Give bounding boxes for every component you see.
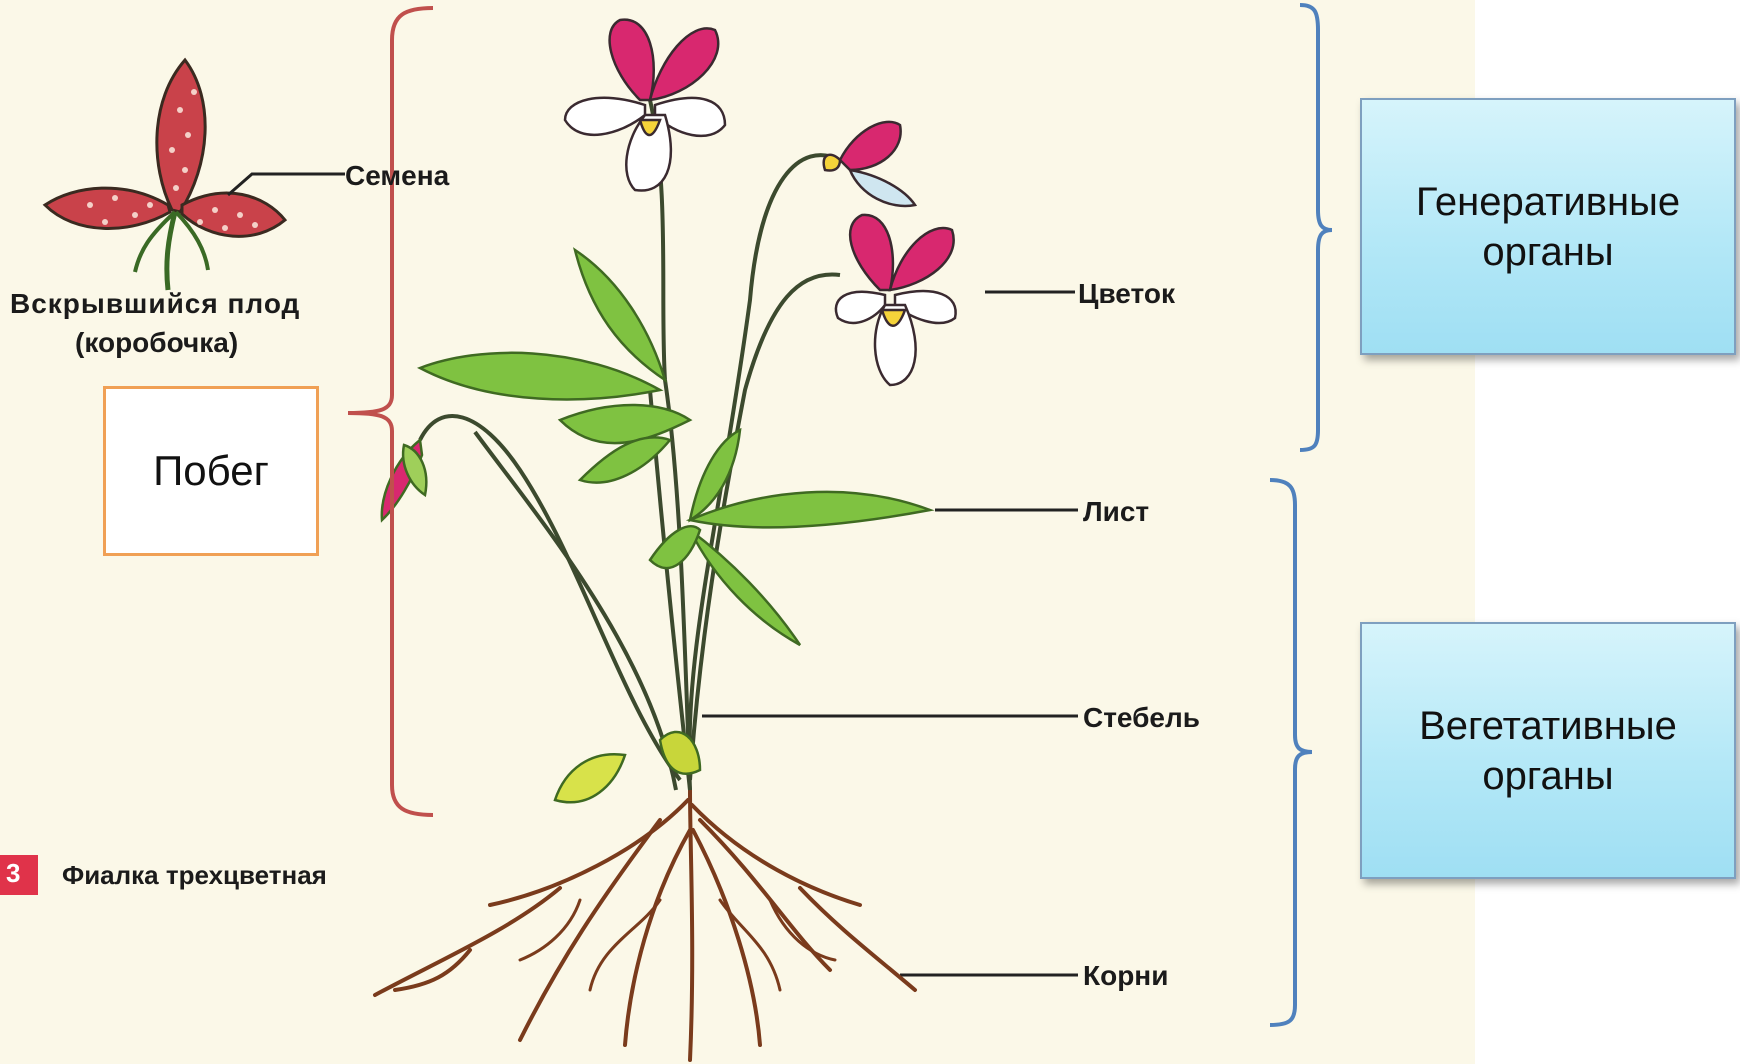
label-leaf: Лист: [1083, 496, 1149, 528]
generative-organs-box: Генеративные органы: [1360, 98, 1736, 355]
vegetative-organs-box: Вегетативные органы: [1360, 622, 1736, 879]
label-fruit-line1: Вскрывшийся плод: [10, 288, 300, 320]
vegetative-label-line2: органы: [1482, 751, 1613, 801]
label-stem: Стебель: [1083, 702, 1200, 734]
generative-label-line1: Генеративные: [1416, 177, 1680, 227]
figure-number: 3: [6, 858, 20, 889]
label-flower: Цветок: [1078, 278, 1175, 310]
label-roots: Корни: [1083, 960, 1168, 992]
label-fruit-line2: (коробочка): [75, 327, 238, 359]
label-seeds: Семена: [345, 160, 449, 192]
shoot-box: Побег: [103, 386, 319, 556]
vegetative-label-line1: Вегетативные: [1419, 701, 1677, 751]
figure-caption: Фиалка трехцветная: [62, 860, 327, 891]
generative-label-line2: органы: [1482, 227, 1613, 277]
shoot-box-label: Побег: [153, 447, 269, 495]
